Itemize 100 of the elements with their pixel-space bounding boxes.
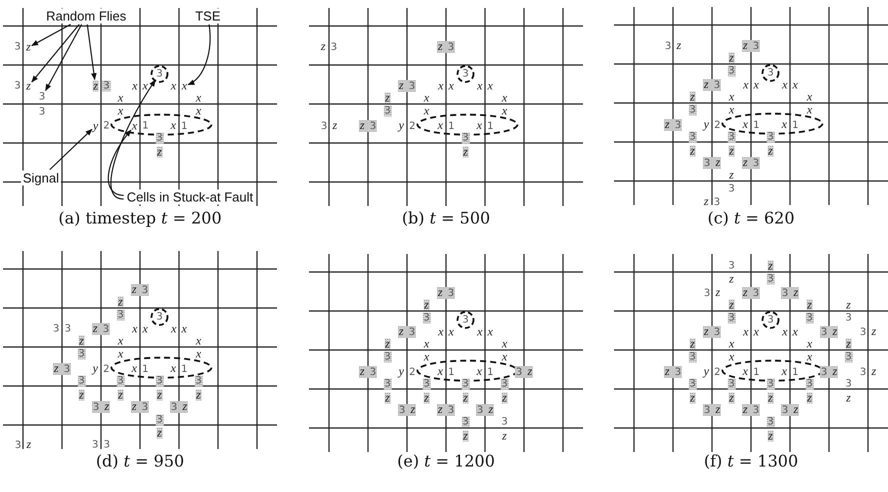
shaded-cell-state: z: [767, 430, 774, 442]
shaded-cell-state: z: [117, 389, 124, 400]
cell-state: x x: [477, 80, 493, 92]
cell-state: x 1: [742, 366, 760, 378]
cell-state: x: [502, 106, 508, 117]
shaded-cell-state: z 3: [398, 80, 416, 92]
cell-state: x: [170, 80, 176, 92]
cell-state: 3 z: [860, 326, 876, 338]
shaded-cell-state: z: [195, 389, 202, 400]
shaded-cell-state: 3: [155, 375, 164, 386]
cell-state: 3 z: [664, 40, 682, 52]
leader-arrow: [31, 24, 71, 46]
cell-state: x: [502, 338, 508, 350]
cell-state: x 1: [782, 118, 798, 131]
cell-state: z 3: [320, 41, 338, 54]
cell-state: x: [806, 92, 812, 103]
leader-arrow: [86, 24, 97, 80]
cell-state: x 1: [170, 120, 188, 132]
callout-label: Signal: [20, 170, 61, 186]
panel-caption: (e) t = 1200: [397, 452, 495, 470]
cell-state: y 2: [92, 362, 110, 375]
shaded-cell-state: z: [117, 296, 124, 308]
cell-state: x 1: [438, 366, 454, 378]
shaded-cell-state: z 3: [358, 120, 378, 132]
circled-cell-state: 3: [767, 67, 774, 78]
cell-state: x x: [132, 324, 148, 335]
cell-state: z: [729, 274, 734, 285]
shaded-cell-state: 3: [461, 416, 470, 428]
shaded-cell-state: 3: [500, 378, 509, 390]
shaded-cell-state: z: [689, 145, 696, 156]
shaded-cell-state: 3: [727, 131, 736, 142]
cell-state: 3: [845, 378, 852, 390]
shaded-cell-state: 3: [688, 352, 697, 363]
shaded-cell-state: z 3: [52, 362, 72, 375]
shaded-cell-state: 3: [727, 66, 736, 77]
cell-state: 3: [38, 91, 46, 102]
cell-state: 3: [14, 42, 21, 53]
shaded-cell-state: 3: [766, 378, 775, 390]
cell-state: y: [92, 120, 98, 132]
cell-state: y 2: [398, 120, 416, 132]
shaded-cell-state: z 3: [664, 366, 682, 378]
shaded-cell-state: 3: [688, 104, 697, 116]
cell-state: y 2: [704, 366, 720, 378]
shaded-cell-state: z 3: [436, 404, 456, 416]
cell-state: 3: [38, 106, 46, 118]
cell-state: x: [132, 120, 138, 132]
cell-state: x 1: [476, 120, 494, 132]
shaded-cell-state: 3: [422, 378, 431, 390]
cell-state: x 1: [132, 362, 148, 375]
shaded-cell-state: 3: [77, 348, 86, 360]
panel-caption: (f) t = 1300: [704, 452, 798, 470]
shaded-cell-state: 3: [727, 312, 736, 324]
cell-state: x x: [743, 80, 759, 91]
shaded-cell-state: z 3: [702, 79, 722, 92]
shaded-cell-state: z: [156, 427, 163, 438]
shaded-cell-state: 3 z: [514, 366, 534, 378]
cell-state: x x: [438, 326, 454, 338]
shaded-cell-state: 3 z: [398, 404, 416, 416]
shaded-cell-state: z: [689, 92, 696, 103]
shaded-cell-state: z: [384, 392, 391, 404]
cell-state: x: [118, 336, 124, 347]
cell-state: 3 z: [320, 120, 338, 132]
leader-arrow: [110, 80, 156, 200]
shaded-cell-state: z 3: [130, 284, 150, 296]
shaded-cell-state: z: [78, 336, 85, 347]
shaded-cell-state: 3 z: [92, 401, 110, 414]
cell-state: x: [196, 106, 202, 117]
shaded-cell-state: 3: [422, 312, 431, 324]
cell-state: x: [502, 92, 508, 104]
cell-state: z: [846, 300, 851, 311]
shaded-cell-state: z 3: [436, 41, 456, 54]
circled-cell-state: 3: [767, 314, 774, 326]
shaded-cell-state: 3: [461, 132, 470, 144]
cell-state: z: [729, 170, 734, 181]
shaded-cell-state: 3: [461, 378, 470, 390]
panel-caption: (c) t = 620: [707, 208, 795, 228]
shaded-cell-state: 3: [727, 378, 736, 390]
cell-state: x 1: [476, 366, 494, 378]
shaded-cell-state: z: [767, 260, 774, 272]
circled-cell-state: 3: [156, 311, 163, 322]
shaded-cell-state: z: [384, 92, 391, 104]
shaded-cell-state: z: [728, 300, 735, 311]
shaded-cell-state: z: [689, 392, 696, 404]
shaded-cell-state: z: [845, 338, 852, 350]
shaded-cell-state: z 3: [436, 287, 456, 300]
cell-state: x: [728, 338, 734, 350]
cell-state: 3 3: [53, 324, 71, 335]
shaded-cell-state: 3: [155, 132, 164, 144]
shaded-cell-state: 3: [766, 274, 775, 285]
cell-state: z 3: [704, 196, 720, 208]
shaded-cell-state: z 3: [130, 401, 150, 414]
shaded-cell-state: 3 z: [820, 366, 838, 378]
shaded-cell-state: z: [78, 389, 85, 400]
panel-caption: (a) timestep t = 200: [58, 208, 222, 228]
cell-state: x x: [171, 324, 187, 335]
cell-state: z: [26, 42, 31, 53]
cell-state: x x: [477, 326, 493, 338]
cell-state: z: [502, 430, 507, 442]
cell-state: x: [424, 338, 430, 350]
shaded-cell-state: 3: [102, 80, 111, 92]
